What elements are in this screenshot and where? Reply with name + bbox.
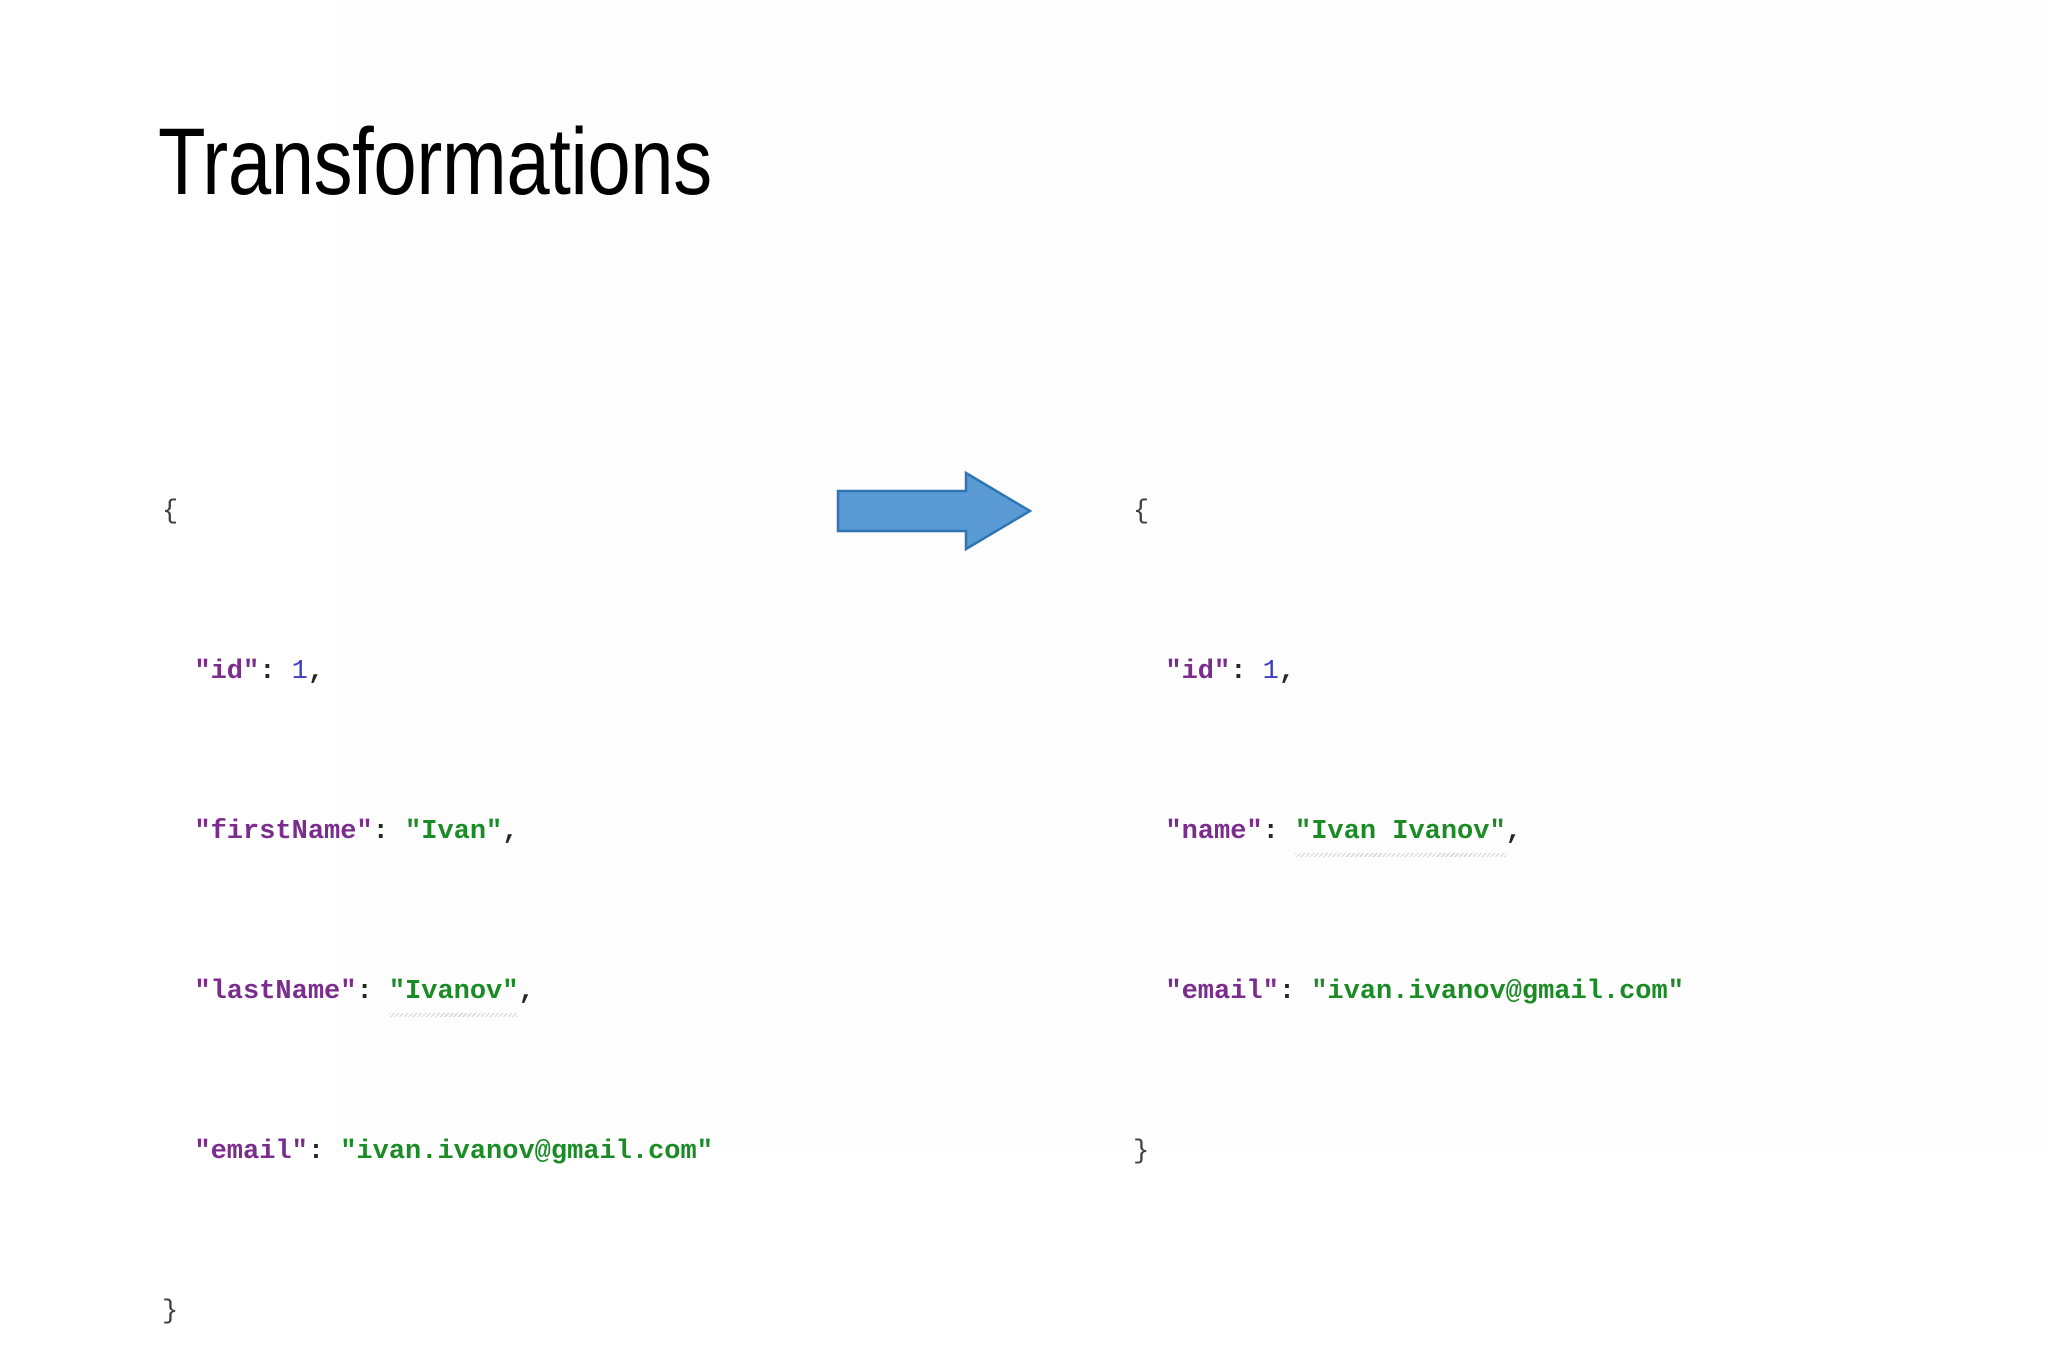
open-brace: { <box>162 497 179 527</box>
comma: , <box>1278 657 1296 687</box>
json-value-name: "Ivan Ivanov" <box>1295 812 1506 857</box>
transformation-arrow <box>836 470 1032 552</box>
json-key-firstname: "firstName" <box>194 817 373 847</box>
close-brace: } <box>162 1297 179 1327</box>
indent <box>162 977 194 1007</box>
json-key-lastname: "lastName" <box>194 977 357 1007</box>
colon: : <box>259 657 292 687</box>
colon: : <box>307 1137 341 1167</box>
colon: : <box>1278 977 1312 1007</box>
json-value-lastname: "Ivanov" <box>388 972 518 1017</box>
indent <box>1133 817 1165 847</box>
code-line: "id": 1, <box>162 652 713 692</box>
indent <box>1133 657 1165 687</box>
comma: , <box>1505 817 1522 847</box>
json-value-id: 1 <box>291 657 308 687</box>
code-line: } <box>1133 1132 1684 1172</box>
colon: : <box>372 817 406 847</box>
indent <box>1133 977 1165 1007</box>
json-key-email: "email" <box>194 1137 308 1167</box>
code-line: { <box>1133 492 1684 532</box>
colon: : <box>1262 817 1296 847</box>
json-value-email: "ivan.ivanov@gmail.com" <box>1311 977 1684 1007</box>
json-value-id: 1 <box>1262 657 1279 687</box>
json-value-email: "ivan.ivanov@gmail.com" <box>340 1137 713 1167</box>
json-value-firstname: "Ivan" <box>405 817 503 847</box>
code-line: { <box>162 492 713 532</box>
close-brace: } <box>1133 1137 1150 1167</box>
comma: , <box>502 817 519 847</box>
arrow-right-icon <box>836 470 1032 552</box>
open-brace: { <box>1133 497 1150 527</box>
comma: , <box>518 977 535 1007</box>
code-line: "id": 1, <box>1133 652 1684 692</box>
code-line: "firstName": "Ivan", <box>162 812 713 852</box>
code-line: "email": "ivan.ivanov@gmail.com" <box>162 1132 713 1172</box>
json-key-email: "email" <box>1165 977 1279 1007</box>
colon: : <box>356 977 389 1007</box>
comma: , <box>307 657 325 687</box>
code-line: "email": "ivan.ivanov@gmail.com" <box>1133 972 1684 1012</box>
colon: : <box>1230 657 1263 687</box>
json-key-name: "name" <box>1165 817 1263 847</box>
json-key-id: "id" <box>1165 657 1231 687</box>
background-band <box>335 0 2048 1152</box>
target-json-block: { "id": 1, "name": "Ivan Ivanov", "email… <box>1133 372 1684 1212</box>
code-line: "name": "Ivan Ivanov", <box>1133 812 1684 857</box>
indent <box>162 657 194 687</box>
code-line: } <box>162 1292 713 1332</box>
source-json-block: { "id": 1, "firstName": "Ivan", "lastNam… <box>162 372 713 1372</box>
indent <box>162 1137 194 1167</box>
code-line: "lastName": "Ivanov", <box>162 972 713 1017</box>
indent <box>162 817 194 847</box>
json-key-id: "id" <box>194 657 260 687</box>
page-title: Transformations <box>158 109 712 215</box>
